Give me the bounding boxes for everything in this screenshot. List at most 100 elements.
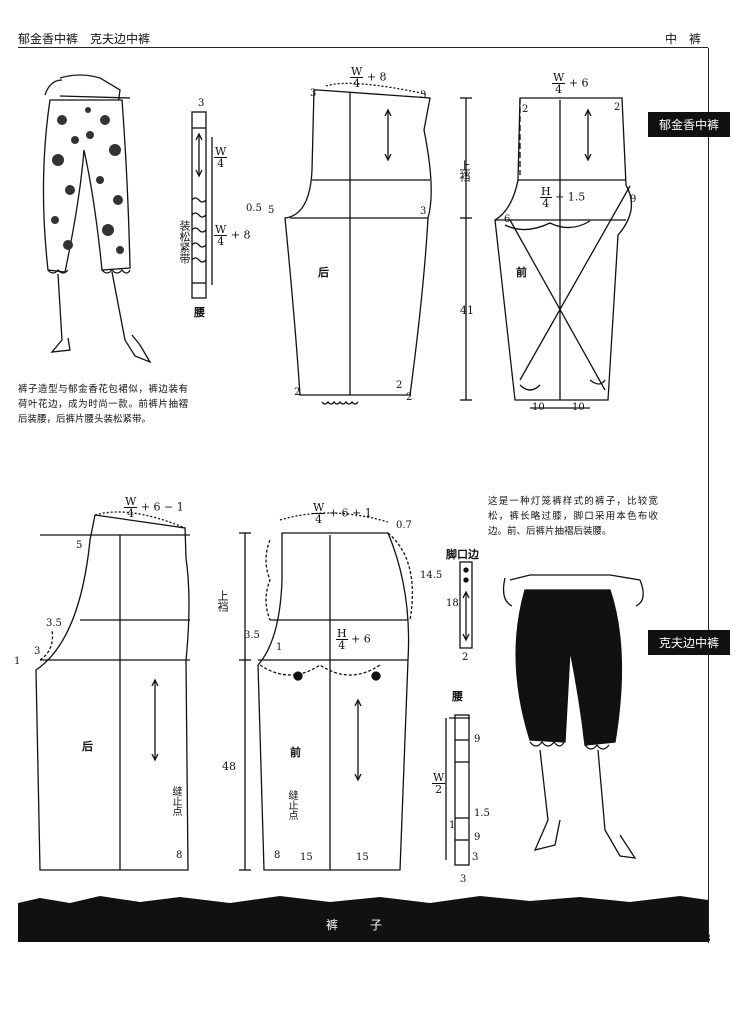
cuffed-pants-figure bbox=[502, 574, 644, 859]
waistband-label-top: 腰 bbox=[194, 306, 205, 319]
b-m8b: 8 bbox=[274, 850, 281, 861]
waist-strip bbox=[454, 714, 470, 866]
hip-bottom-plus: + 6 bbox=[351, 632, 371, 646]
waist-label-bottom: 腰 bbox=[452, 690, 463, 703]
cuff-label: 脚口边 bbox=[446, 548, 479, 561]
b-m35a: 3.5 bbox=[46, 618, 62, 629]
elastic-label: 装松紧带 bbox=[178, 220, 191, 264]
frac-W: W bbox=[432, 771, 446, 784]
b-m3b: 3 bbox=[472, 852, 479, 863]
caption-cuffed: 这是一种灯笼裤样式的裤子，比较宽松，裤长略过膝，脚口采用本色布收边。前、后裤片抽… bbox=[488, 496, 658, 537]
m-9: 9 bbox=[630, 194, 637, 205]
rise-label-bottom: 上裆 bbox=[216, 590, 229, 612]
back-bottom-outline bbox=[35, 514, 190, 871]
b-m8a: 8 bbox=[176, 850, 183, 861]
m-0.5: 0.5 bbox=[246, 203, 262, 214]
m-3a: 3 bbox=[310, 88, 317, 99]
m-2e: 2 bbox=[614, 102, 621, 113]
running-header-right: 中 裤 bbox=[665, 32, 702, 46]
m-5: 5 bbox=[268, 205, 275, 216]
front-waist-plus: + 6 bbox=[568, 76, 589, 90]
tab-tulip-pants: 郁金香中裤 bbox=[648, 112, 730, 137]
footer-section-title: 裤 子 bbox=[326, 918, 393, 932]
frac-4: 4 bbox=[217, 157, 225, 170]
hem-right: 10 bbox=[572, 402, 585, 413]
front-label-top: 前 bbox=[516, 266, 527, 279]
rise-label-top: 上裆 bbox=[458, 160, 471, 182]
front-label-bottom: 前 bbox=[290, 746, 301, 759]
frac-W: W bbox=[124, 495, 138, 508]
b-m07: 0.7 bbox=[396, 520, 412, 531]
length-48: 48 bbox=[222, 760, 236, 773]
footer-band bbox=[18, 896, 708, 942]
b-m5: 5 bbox=[76, 540, 83, 551]
frac-H: H bbox=[540, 185, 552, 198]
b-m1a: 1 bbox=[276, 642, 283, 653]
front-bottom-waist-plus: + 6 + 1 bbox=[328, 506, 372, 520]
b-m1b: 1 bbox=[449, 820, 456, 831]
m-2d: 2 bbox=[522, 104, 529, 115]
frac-W: W bbox=[552, 71, 566, 84]
b-m1: 1 bbox=[14, 656, 21, 667]
m-2c: 2 bbox=[406, 392, 413, 403]
b-m15a: 15 bbox=[300, 852, 313, 863]
back-pattern-outline bbox=[284, 89, 432, 396]
frac-4: 4 bbox=[127, 507, 135, 520]
band-top-3: 3 bbox=[198, 98, 205, 109]
frac-W: W bbox=[312, 501, 326, 514]
frac-4: 4 bbox=[338, 639, 346, 652]
back-label-top: 后 bbox=[318, 266, 329, 279]
header-rule bbox=[18, 47, 708, 48]
tab-cuffed-pants: 克夫边中裤 bbox=[648, 630, 730, 655]
frac-4: 4 bbox=[542, 197, 550, 210]
m-6: 6 bbox=[504, 214, 511, 225]
frac-4: 4 bbox=[353, 77, 361, 90]
hem-left: 10 bbox=[532, 402, 545, 413]
back-label-bottom: 后 bbox=[82, 740, 93, 753]
seam-stop-front: 缝止点 bbox=[286, 790, 297, 820]
b-m3: 3 bbox=[34, 646, 41, 657]
b-m18: 18 bbox=[446, 598, 459, 609]
b-m9b: 9 bbox=[474, 832, 481, 843]
m-2b: 2 bbox=[396, 380, 403, 391]
front-pattern-outline bbox=[494, 97, 633, 401]
b-m9a: 9 bbox=[474, 734, 481, 745]
b-m15: 1.5 bbox=[474, 808, 490, 819]
page-number: 243 bbox=[688, 932, 711, 945]
back-bottom-waist-plus: + 6 − 1 bbox=[140, 500, 184, 514]
m-3c: 3 bbox=[420, 206, 427, 217]
length-41: 41 bbox=[460, 304, 474, 317]
tulip-pants-figure bbox=[42, 74, 152, 364]
frac-2: 2 bbox=[435, 783, 443, 796]
b-m3c: 3 bbox=[460, 874, 467, 885]
back-waist-plus: + 8 bbox=[366, 70, 387, 84]
caption-tulip: 裤子造型与郁金香花包裙似，裤边装有荷叶花边，成为时尚一款。前裤片抽褶后装腰，后裤… bbox=[18, 384, 188, 425]
frac-4: 4 bbox=[555, 83, 563, 96]
frac-W: W bbox=[214, 145, 228, 158]
b-m35b: 3.5 bbox=[244, 630, 260, 641]
frac-W: W bbox=[214, 223, 228, 236]
running-header-left: 郁金香中裤 克夫边中裤 bbox=[18, 32, 151, 46]
band-plus8: + 8 bbox=[230, 228, 251, 242]
front-bottom-outline bbox=[257, 532, 410, 871]
frac-H: H bbox=[336, 627, 348, 640]
hip-plus: + 1.5 bbox=[555, 190, 586, 204]
right-margin-rule bbox=[708, 48, 709, 943]
frac-W: W bbox=[350, 65, 364, 78]
frac-4: 4 bbox=[217, 235, 225, 248]
frac-4: 4 bbox=[315, 513, 323, 526]
b-m15b: 15 bbox=[356, 852, 369, 863]
seam-stop-back: 缝止点 bbox=[170, 786, 181, 816]
m-2a: 2 bbox=[294, 387, 301, 398]
m-3b: 3 bbox=[420, 90, 427, 101]
waistband-strip bbox=[191, 111, 207, 299]
b-m145: 14.5 bbox=[420, 570, 443, 581]
